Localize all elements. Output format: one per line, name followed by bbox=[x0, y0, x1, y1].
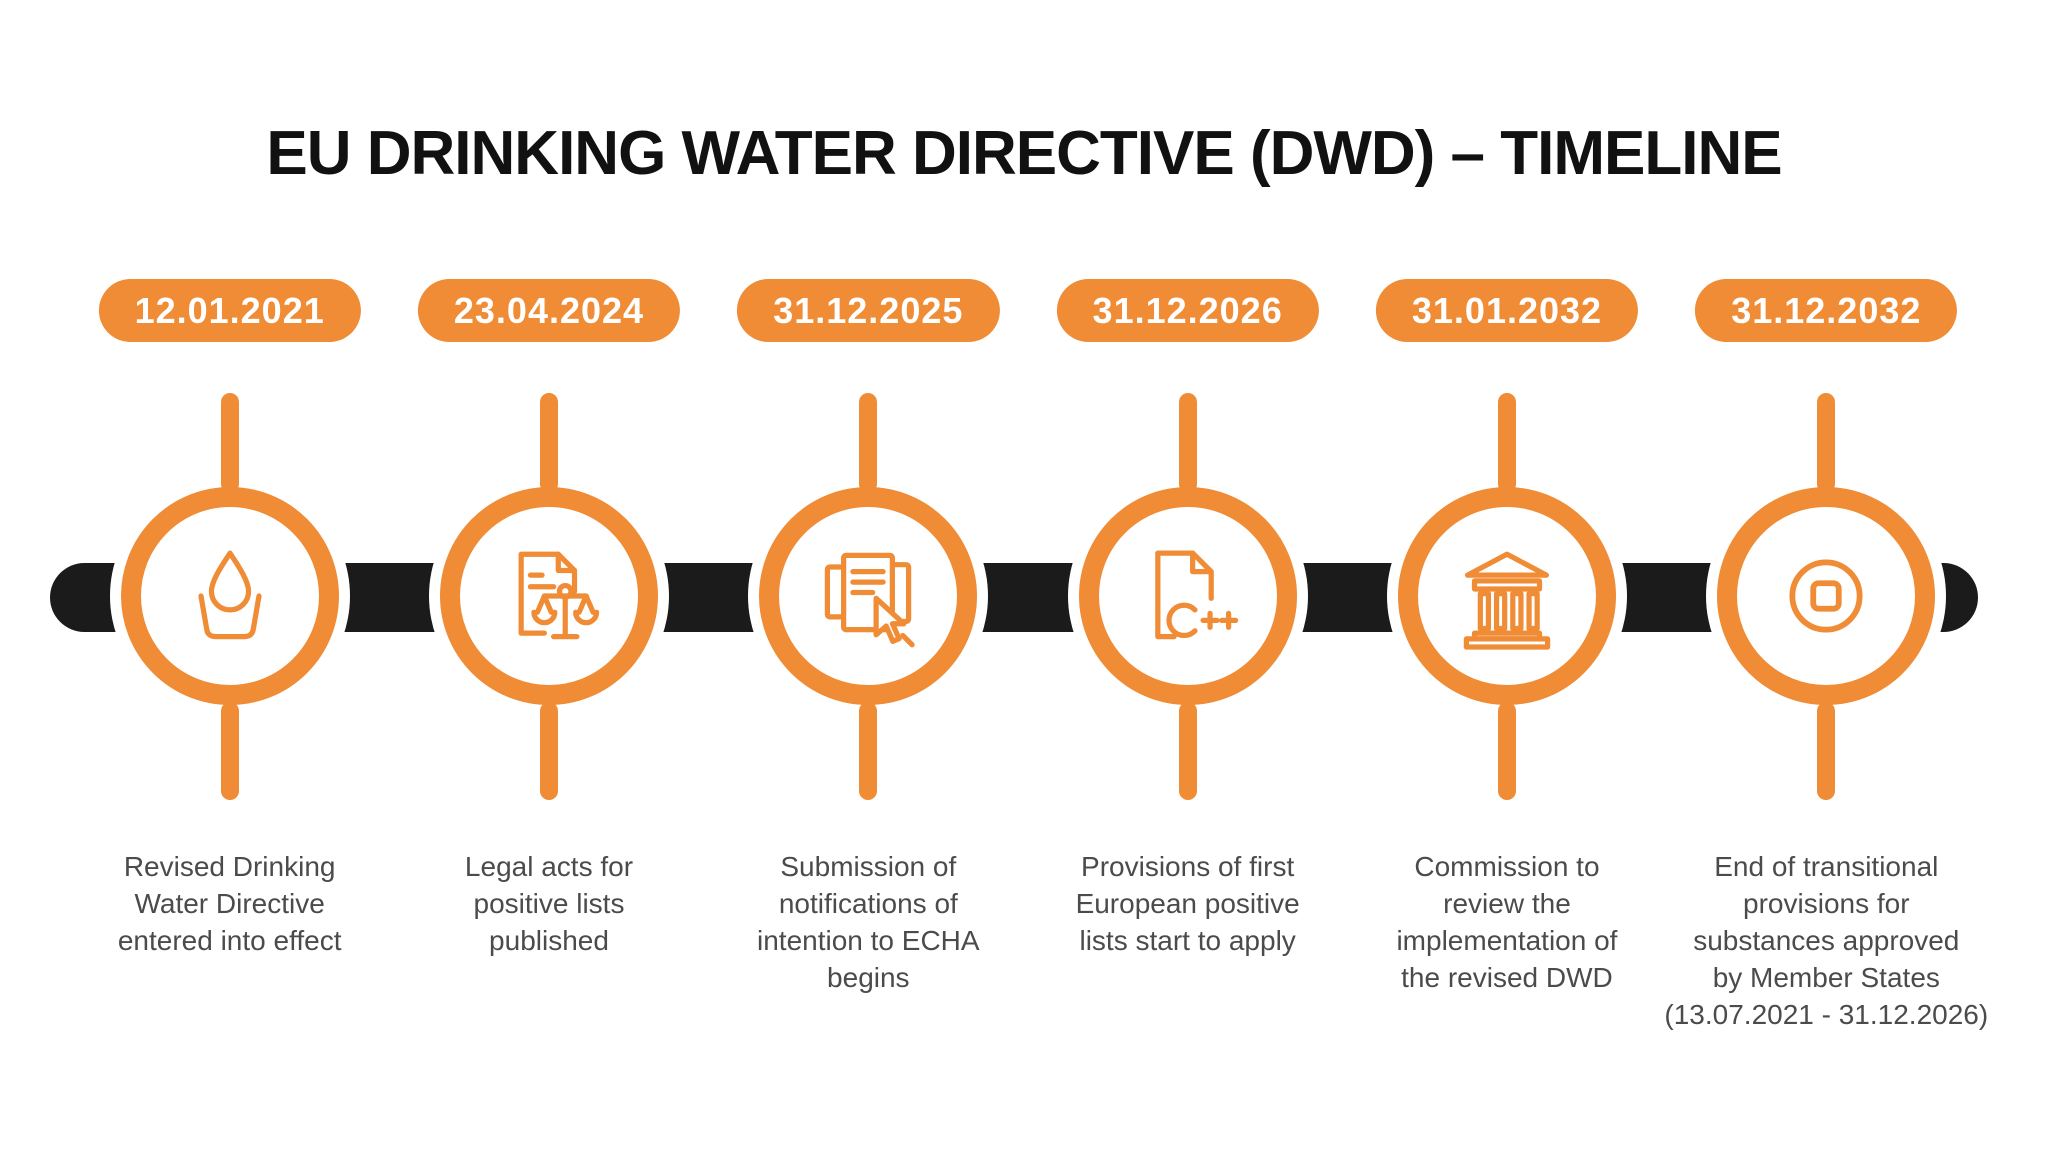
timeline-connector-top bbox=[220, 393, 239, 493]
timeline-connector-bottom bbox=[539, 702, 558, 800]
milestone-date-badge: 31.12.2026 bbox=[1056, 279, 1319, 342]
milestone-description: Commission to review the implementation … bbox=[1396, 851, 1618, 993]
milestone-description: Submission of notifications of intention… bbox=[757, 851, 980, 993]
timeline-connector-bottom bbox=[1817, 702, 1836, 800]
timeline-connector-bottom bbox=[220, 702, 239, 800]
milestone-node bbox=[439, 487, 658, 705]
milestone-4: 31.12.2026 Provisions of first European … bbox=[1028, 0, 1347, 1152]
milestone-date-badge: 23.04.2024 bbox=[417, 279, 681, 342]
milestone-node bbox=[120, 487, 339, 705]
milestone-node bbox=[1717, 487, 1936, 705]
timeline-bar bbox=[50, 563, 1978, 632]
milestone-5: 31.01.2032 Commission to review the impl… bbox=[1347, 0, 1666, 1152]
documents-cursor-icon bbox=[825, 552, 916, 648]
stop-circle-icon bbox=[1789, 559, 1863, 633]
timeline-connector-top bbox=[539, 393, 558, 493]
milestone-description: Revised Drinking Water Directive entered… bbox=[117, 851, 342, 956]
milestone-description: Legal acts for positive lists published bbox=[464, 851, 634, 956]
milestone-date-badge: 31.01.2032 bbox=[1375, 279, 1639, 342]
timeline-connector-top bbox=[1817, 393, 1836, 493]
timeline-connector-bottom bbox=[859, 702, 878, 800]
milestone-date-badge: 12.01.2021 bbox=[98, 279, 361, 342]
timeline-connector-bottom bbox=[1178, 702, 1197, 800]
timeline-connector-bottom bbox=[1497, 702, 1516, 800]
milestone-columns: 12.01.2021 Revised Drinking Water Direct… bbox=[70, 0, 1988, 1152]
timeline-connector-top bbox=[859, 393, 878, 493]
milestone-description: Provisions of first European positive li… bbox=[1075, 851, 1300, 956]
water-drop-basin-icon bbox=[198, 550, 262, 640]
page-title: EU DRINKING WATER DIRECTIVE (DWD) – TIME… bbox=[266, 119, 1782, 188]
institution-building-icon bbox=[1463, 551, 1551, 650]
milestone-date-badge: 31.12.2025 bbox=[737, 279, 1000, 342]
document-scales-icon bbox=[518, 551, 600, 640]
timeline-connector-top bbox=[1497, 393, 1516, 493]
milestone-description: End of transitional provisions for subst… bbox=[1664, 851, 1989, 1030]
milestone-node bbox=[1397, 487, 1616, 705]
milestone-1: 12.01.2021 Revised Drinking Water Direct… bbox=[70, 0, 389, 1152]
timeline-connector-top bbox=[1178, 393, 1197, 493]
milestone-3: 31.12.2025 Submission of notifications o… bbox=[709, 0, 1028, 1152]
milestone-node bbox=[759, 487, 978, 705]
milestone-node bbox=[1078, 487, 1297, 705]
milestone-date-badge: 31.12.2032 bbox=[1695, 279, 1958, 342]
milestone-2: 23.04.2024 bbox=[389, 0, 708, 1152]
document-cpp-icon bbox=[1154, 550, 1238, 640]
milestone-6: 31.12.2032 End of transitional provision… bbox=[1664, 0, 1988, 1152]
